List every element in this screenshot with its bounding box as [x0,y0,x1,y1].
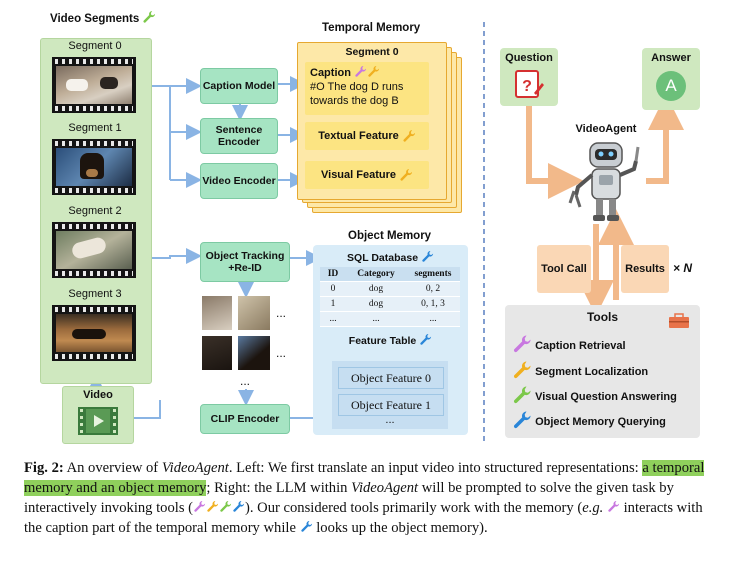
purple-wrench-icon [193,500,206,513]
sql-header-segments: segments [406,267,460,282]
blue-wrench-icon [421,250,434,263]
visual-feature-entry: Visual Feature [305,161,429,189]
sql-table: ID Category segments 0 dog 0, 2 1 dog 0,… [320,267,460,327]
results-label-box: Results [621,245,669,293]
tool-caption-retrieval: Caption Retrieval [512,334,626,354]
answer-box: Answer A [642,48,700,110]
yellow-wrench-icon [399,168,413,182]
caption-text: #O The dog D runs towards the dog B [310,81,404,107]
table-row: 0 dog 0, 2 [320,281,460,297]
svg-text:?: ? [522,78,532,95]
answer-circle-icon: A [656,71,686,101]
crop-thumbnail [238,296,270,330]
object-memory-title: Object Memory [348,230,432,242]
crop-thumbnail [202,336,232,370]
caption-model-node: Caption Model [200,68,278,104]
yellow-wrench-icon [402,129,416,143]
segment-0-label: Segment 0 [68,40,122,52]
object-tracking-node: Object Tracking +Re-ID [200,242,290,282]
robot-agent-icon [568,142,640,221]
crops-more-2: ... [276,346,287,360]
crop-thumbnail [238,336,270,370]
textual-feature-entry: Textual Feature [305,122,429,150]
green-wrench-icon [512,385,532,405]
table-row: 1 dog 0, 1, 3 [320,296,460,312]
crop-thumbnail [202,296,232,330]
segment-3-label: Segment 3 [68,288,122,300]
video-play-icon [78,407,118,435]
tool-segment-localization: Segment Localization [512,360,648,380]
object-features-more: ... [385,414,395,426]
sql-database-title: SQL Database [347,252,419,264]
blue-wrench-icon [300,520,313,533]
tool-call-label-box: Tool Call [537,245,591,293]
sql-header-category: Category [346,267,406,282]
green-wrench-icon [142,10,156,24]
connector-arrows [88,22,684,442]
crops-more-3: ... [240,374,251,388]
feature-table-title: Feature Table [348,335,417,347]
blue-wrench-icon [419,333,432,346]
sql-header-id: ID [320,267,346,282]
table-row: ... ... ... [320,311,460,327]
clip-encoder-node: CLIP Encoder [200,404,290,434]
answer-label: Answer [651,52,691,64]
segment-2-thumbnail [52,222,136,278]
purple-wrench-icon [607,500,620,513]
question-box: Question ? [500,48,558,106]
yellow-wrench-icon [367,65,380,78]
segment-3-thumbnail [52,305,136,361]
purple-wrench-icon [354,65,367,78]
segment-2-label: Segment 2 [68,205,122,217]
segment-0-thumbnail [52,57,136,113]
caption-label: Caption [310,67,351,79]
object-feature-1: Object Feature 1 [338,394,444,416]
video-encoder-node: Video Encoder [200,163,278,199]
yellow-wrench-icon [512,360,532,380]
green-wrench-icon [219,500,232,513]
video-segments-title: Video Segments [50,10,156,25]
object-feature-0: Object Feature 0 [338,367,444,389]
yellow-wrench-icon [206,500,219,513]
video-label: Video [83,389,113,401]
segment-1-label: Segment 1 [68,122,122,134]
figure-caption: Fig. 2: An overview of VideoAgent. Left:… [24,460,705,536]
toolbox-icon [669,313,689,328]
tools-title: Tools [586,310,619,324]
repeat-count: × N [673,261,693,275]
segment-1-thumbnail [52,139,136,195]
tool-object-memory-querying: Object Memory Querying [512,410,666,430]
video-box: Video [62,386,134,444]
tool-visual-question-answering: Visual Question Answering [512,385,677,405]
caption-entry: Caption #O The dog D runs towards the do… [305,62,429,115]
crops-more-1: ... [276,306,287,320]
blue-wrench-icon [232,500,245,513]
agent-label: VideoAgent [575,123,637,135]
sentence-encoder-node: Sentence Encoder [200,118,278,154]
tools-panel: Tools [505,305,700,438]
purple-wrench-icon [512,334,532,354]
blue-wrench-icon [512,410,532,430]
memory-segment-label: Segment 0 [345,46,399,58]
question-icon: ? [515,70,544,98]
question-label: Question [505,52,553,64]
temporal-memory-title: Temporal Memory [322,22,421,34]
